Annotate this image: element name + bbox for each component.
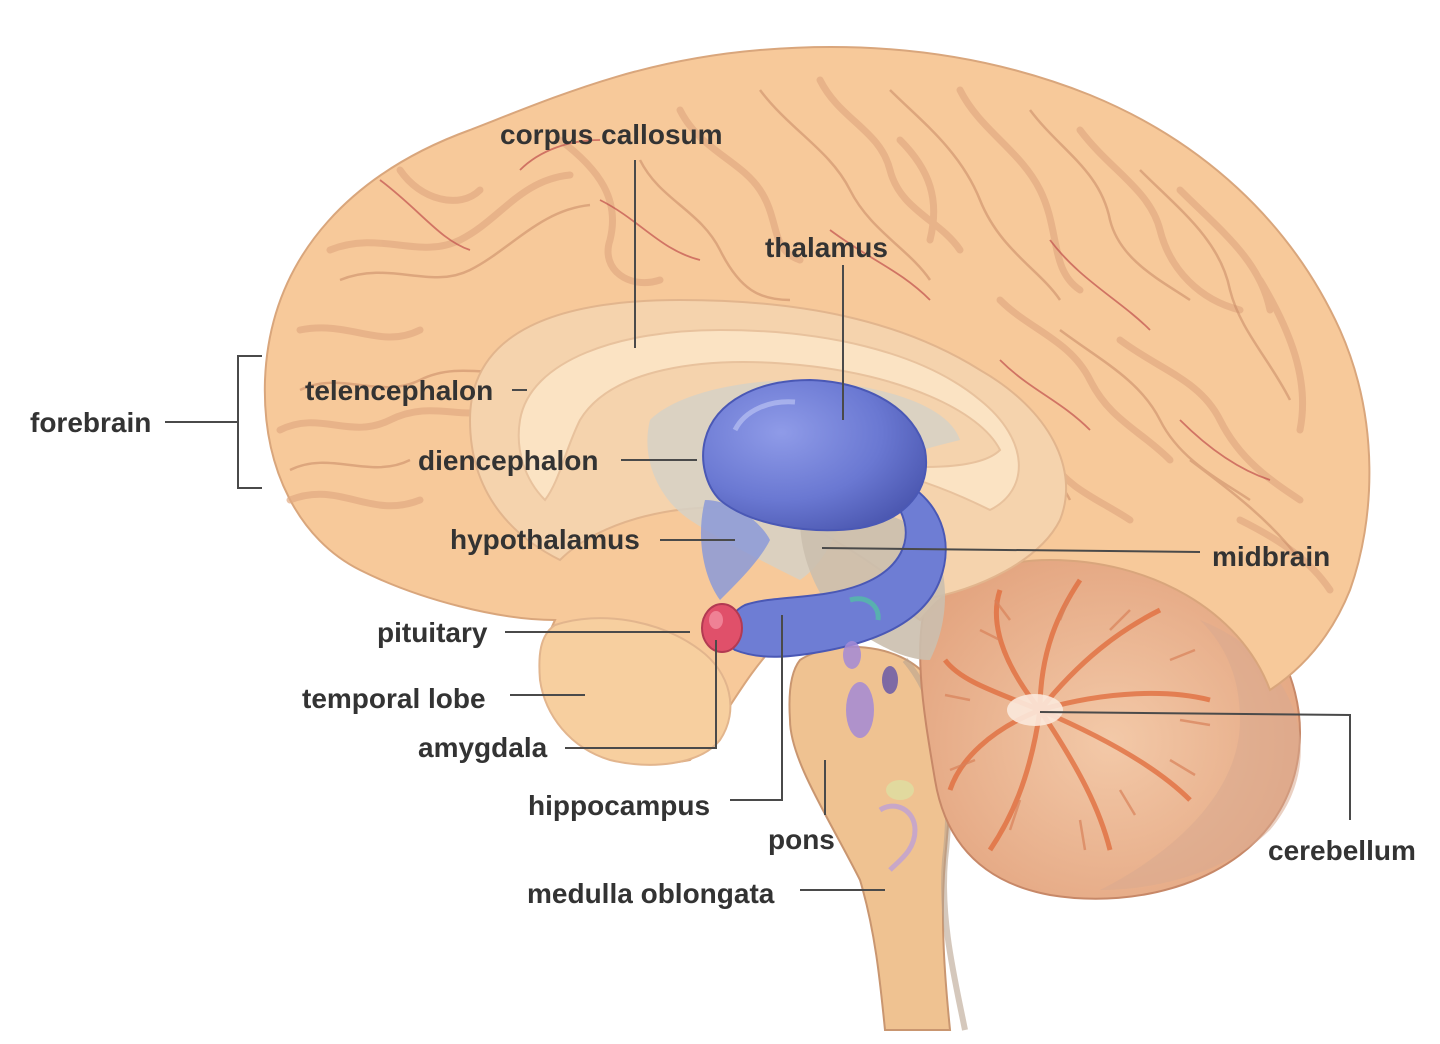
temporal-lobe-label: temporal lobe	[302, 683, 486, 714]
diencephalon-label: diencephalon	[418, 445, 598, 476]
amygdala-green-accent	[849, 596, 881, 621]
leader-lines	[505, 160, 1351, 891]
forebrain-label: forebrain	[30, 407, 151, 438]
thalamus-highlight	[732, 399, 796, 432]
blood-vessels	[379, 139, 1271, 481]
medulla-oblongata-label: medulla oblongata	[527, 878, 775, 909]
hippocampus-label: hippocampus	[528, 790, 710, 821]
brainstem-nuclei	[843, 641, 898, 738]
thalamus-label: thalamus	[765, 232, 888, 263]
telencephalon-label: telencephalon	[305, 375, 493, 406]
pituitary-highlight	[709, 611, 723, 629]
medulla-violet-tract	[878, 803, 918, 872]
midbrain-label: midbrain	[1212, 541, 1330, 572]
hypothalamus-label: hypothalamus	[450, 524, 640, 555]
amygdala-label: amygdala	[418, 732, 548, 763]
cerebellum-hemisphere-shadow	[1100, 620, 1301, 890]
thalamus	[702, 378, 928, 532]
hypothalamus	[700, 500, 770, 600]
corpus-callosum-label: corpus callosum	[500, 119, 723, 150]
pituitary-label: pituitary	[377, 617, 488, 648]
hippocampus-fornix-arc	[725, 478, 947, 658]
cerebellum-white-matter	[1007, 694, 1063, 726]
forebrain-bracket	[165, 355, 262, 489]
cerebellum-folia-fine	[944, 594, 1211, 851]
pituitary-gland	[701, 603, 743, 653]
cerebellum-label: cerebellum	[1268, 835, 1416, 866]
inferior-olive	[886, 780, 914, 800]
pons-label: pons	[768, 824, 835, 855]
